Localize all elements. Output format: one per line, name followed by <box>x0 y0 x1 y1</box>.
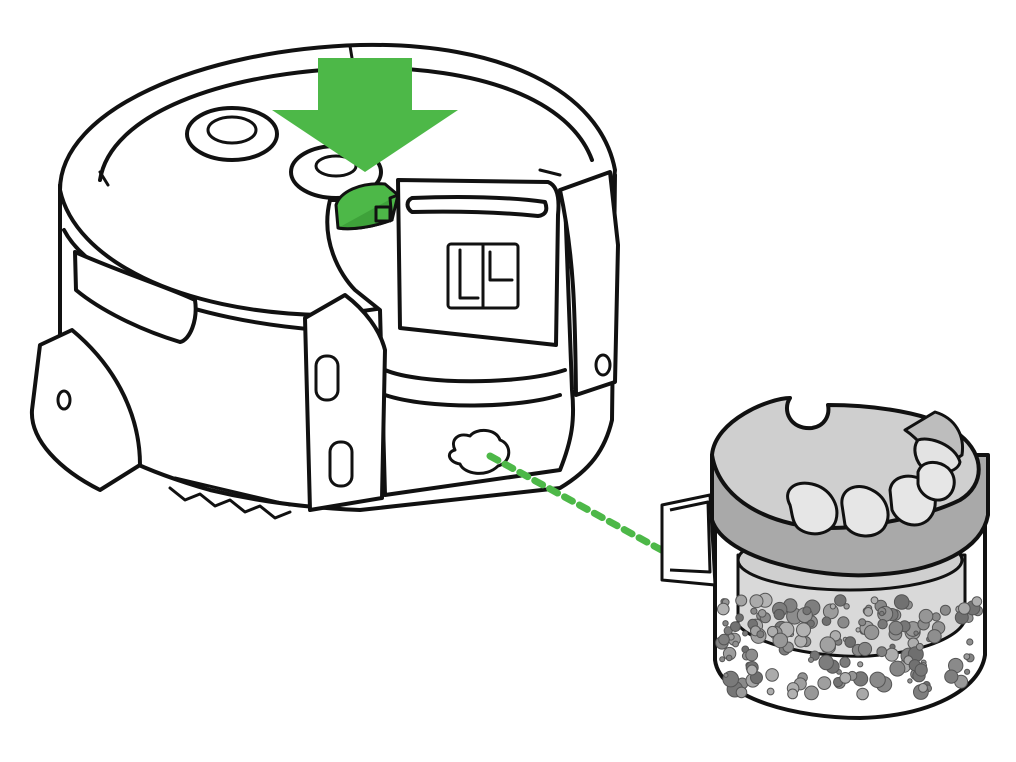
down-arrow-icon <box>272 58 458 172</box>
debris-particle <box>765 668 779 682</box>
debris-particle <box>818 654 834 671</box>
debris-particle <box>808 656 814 663</box>
debris-particle <box>907 678 913 684</box>
dust-bin <box>660 396 990 720</box>
debris-particle <box>749 594 764 609</box>
debris-particle <box>817 676 832 690</box>
debris-particle <box>958 602 971 615</box>
debris-particle <box>927 629 942 644</box>
debris-particle <box>819 636 836 653</box>
debris-particle <box>879 610 885 617</box>
debris-particle <box>767 625 779 638</box>
filter-symbol <box>446 242 520 310</box>
left-bumper <box>29 328 142 492</box>
top-seam-right <box>538 168 562 177</box>
debris-particle <box>918 608 934 624</box>
bin-cavity-inner <box>383 368 567 384</box>
debris-particle <box>725 654 733 662</box>
debris-particle <box>804 685 819 701</box>
debris-particle <box>732 640 739 648</box>
debris-particle <box>966 638 974 646</box>
debris-particle <box>839 656 851 668</box>
front-fin <box>303 293 387 512</box>
debris-particle <box>745 648 759 662</box>
debris-particle <box>893 594 910 610</box>
top-seam-left <box>98 170 110 187</box>
debris-particle <box>869 671 886 688</box>
debris-particle <box>915 642 924 651</box>
debris-particle <box>857 641 873 657</box>
debris-particle <box>730 621 741 632</box>
bin-release-notch <box>447 429 511 475</box>
bin-lid-lobes <box>786 461 956 538</box>
debris-particle <box>918 683 928 693</box>
debris-particle <box>876 646 888 658</box>
right-bumper-hole <box>594 353 612 377</box>
fin-slot-lower <box>328 440 354 488</box>
bin-handle-inner <box>669 500 712 574</box>
debris-particle <box>829 603 837 610</box>
left-bumper-hole <box>56 389 72 411</box>
debris-particle <box>735 613 744 623</box>
debris-particle <box>963 653 971 660</box>
debris-particle <box>931 612 941 622</box>
debris-particle <box>964 668 971 675</box>
debris-particle <box>971 596 983 607</box>
side-vent <box>73 250 198 344</box>
debris-particles <box>715 592 984 701</box>
debris-particle <box>914 663 928 677</box>
debris-particle <box>723 672 729 678</box>
debris-particle <box>834 594 847 607</box>
debris-particle <box>750 607 758 615</box>
debris-particle <box>839 672 852 684</box>
debris-particle <box>913 630 919 636</box>
top-seam-mid <box>348 44 354 60</box>
debris-particle <box>856 687 869 701</box>
debris-particle <box>722 620 729 627</box>
debris-particle <box>787 688 798 700</box>
debris-particle <box>766 687 775 696</box>
debris-particle <box>796 622 811 638</box>
debris-particle <box>756 630 765 639</box>
debris-particle <box>939 604 951 616</box>
debris-particle <box>843 603 850 610</box>
debris-particle <box>884 647 899 662</box>
debris-particle <box>844 636 857 648</box>
right-bumper <box>558 170 620 397</box>
release-button-tab <box>374 205 392 223</box>
release-button <box>334 182 400 231</box>
door-handle-slot <box>405 195 549 218</box>
debris-particle <box>870 596 879 605</box>
debris-particle <box>821 616 832 627</box>
debris-particle <box>719 656 726 663</box>
fin-slot-upper <box>314 354 340 402</box>
debris-particle <box>718 633 730 646</box>
debris-particle <box>746 664 758 676</box>
debris-particle <box>858 618 867 627</box>
top-button-large-inner <box>206 115 258 145</box>
debris-particle <box>944 669 959 684</box>
bin-handle <box>660 493 717 587</box>
debris-particle <box>863 607 874 617</box>
robot-vacuum <box>29 42 620 520</box>
debris-particle <box>857 661 864 668</box>
debris-particle <box>877 619 888 630</box>
debris-particle <box>757 609 767 618</box>
debris-particle <box>863 624 880 640</box>
debris-particle <box>717 602 730 616</box>
debris-particle <box>837 616 850 629</box>
debris-particle <box>772 632 789 649</box>
debris-particle <box>802 606 812 616</box>
debris-particle <box>889 660 906 677</box>
brush-bar <box>168 476 292 520</box>
bin-cavity-lower <box>383 393 562 408</box>
debris-particle <box>742 630 749 637</box>
debris-particle <box>888 620 904 636</box>
debris-particle <box>735 594 748 607</box>
debris-particle <box>735 686 748 699</box>
debris-particle <box>773 608 785 621</box>
